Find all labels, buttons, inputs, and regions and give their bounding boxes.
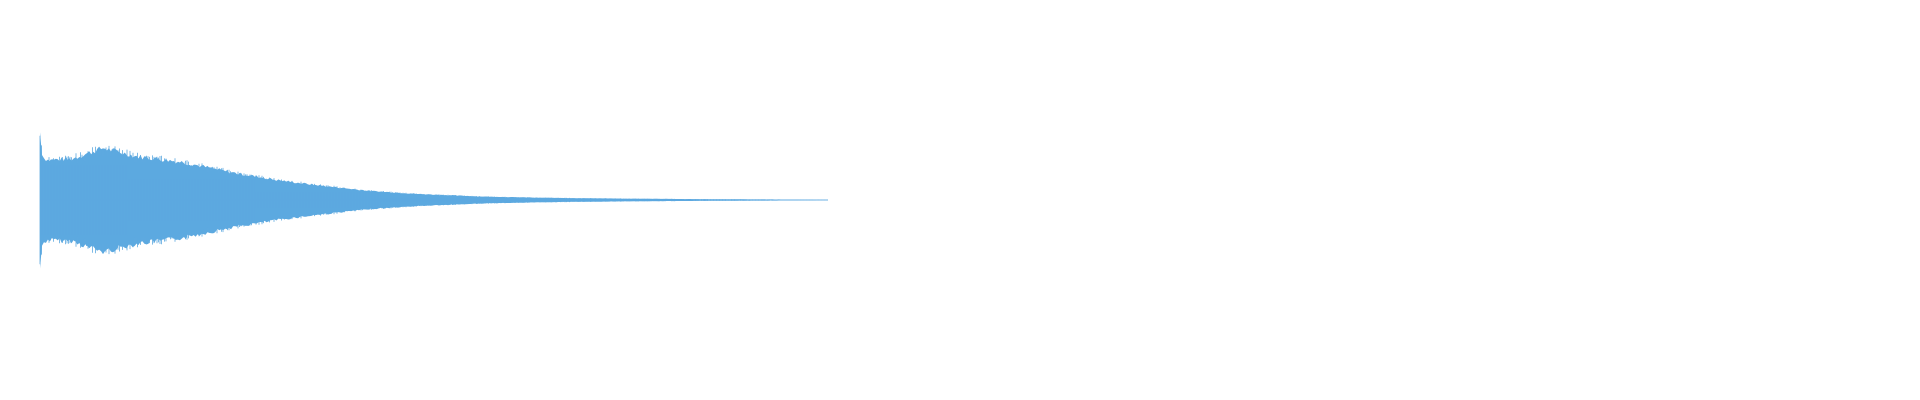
waveform-fill [39,132,828,269]
